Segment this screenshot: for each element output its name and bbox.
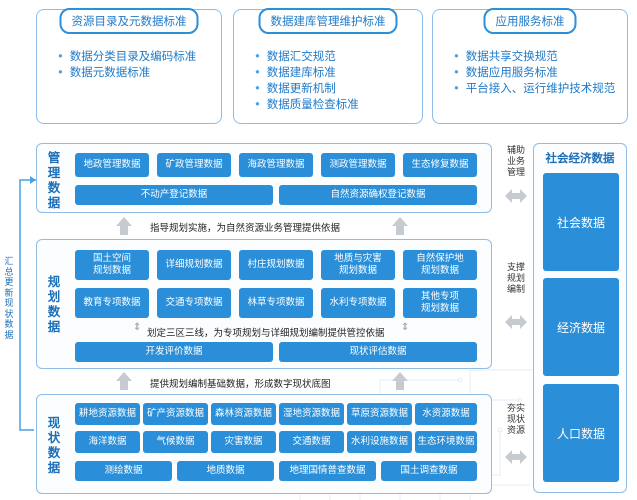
double-arrow-icon — [505, 189, 527, 203]
standard-item: 数据质量检查标准 — [254, 96, 359, 112]
current-layer: 现状数据 耕地资源数据 矿产资源数据 森林资源数据 湿地资源数据 草原资源数据 … — [36, 394, 492, 494]
social-cell: 社会数据 — [543, 173, 619, 271]
data-cell: 耕地资源数据 — [75, 403, 140, 425]
up-arrow-icon — [116, 372, 132, 390]
data-cell: 其他专项 规划数据 — [403, 288, 477, 318]
standard-item: 平台接入、运行维护技术规范 — [453, 80, 616, 96]
data-cell: 林草专项数据 — [239, 288, 313, 318]
standard-box-catalog: 资源目录及元数据标准 数据分类目录及编码标准 数据元数据标准 — [36, 8, 222, 124]
updown-arrow-icon: ⇕ — [133, 322, 142, 333]
data-cell: 开发评价数据 — [75, 342, 273, 362]
data-cell: 矿产资源数据 — [143, 403, 208, 425]
feedback-label: 汇总更新现状数据 — [2, 257, 16, 341]
up-arrow-icon — [392, 372, 408, 390]
data-cell: 矿政管理数据 — [157, 153, 231, 177]
standard-item: 数据分类目录及编码标准 — [57, 48, 197, 64]
data-cell: 教育专项数据 — [75, 288, 149, 318]
up-arrow-icon — [116, 217, 132, 235]
data-cell: 气候数据 — [143, 431, 208, 453]
standard-item: 数据应用服务标准 — [453, 64, 615, 80]
data-cell: 不动产登记数据 — [75, 185, 273, 205]
planning-layer: 规划数据 国土空间 规划数据 详细规划数据 村庄规划数据 地质与灾害 规划数据 … — [36, 239, 492, 369]
standard-box-management: 数据建库管理维护标准 数据汇交规范 数据建库标准 数据更新机制 数据质量检查标准 — [233, 8, 423, 124]
social-cell: 人口数据 — [543, 384, 619, 482]
data-cell: 地质与灾害 规划数据 — [321, 250, 395, 280]
standard-title: 应用服务标准 — [483, 8, 577, 34]
data-cell: 交通专项数据 — [157, 288, 231, 318]
data-cell: 水利设施数据 — [347, 431, 412, 453]
standard-item: 数据更新机制 — [254, 80, 359, 96]
data-cell: 湿地资源数据 — [279, 403, 344, 425]
social-economic-panel: 社会经济数据 社会数据 经济数据 人口数据 — [533, 143, 627, 493]
data-cell: 测政管理数据 — [321, 153, 395, 177]
data-cell: 草原资源数据 — [347, 403, 412, 425]
standard-item: 数据汇交规范 — [254, 48, 359, 64]
double-arrow-icon — [505, 450, 527, 464]
up-arrow-icon — [392, 217, 408, 235]
social-economic-title: 社会经济数据 — [545, 151, 615, 165]
data-cell: 村庄规划数据 — [239, 250, 313, 280]
data-cell: 测绘数据 — [75, 461, 172, 481]
data-cell: 自然保护地 规划数据 — [403, 250, 477, 280]
standard-item: 数据共享交换规范 — [453, 48, 615, 64]
data-cell: 地质数据 — [177, 461, 274, 481]
data-cell: 详细规划数据 — [157, 250, 231, 280]
data-cell: 生态环境数据 — [415, 431, 477, 453]
social-cell: 经济数据 — [543, 278, 619, 376]
standard-title: 数据建库管理维护标准 — [258, 8, 398, 34]
side-label: 夯实现状资源 — [506, 404, 525, 436]
data-cell: 水利专项数据 — [321, 288, 395, 318]
data-cell: 海洋数据 — [75, 431, 140, 453]
connector-text: 划定三区三线，为专项规划与详细规划编制提供管控依据 — [147, 328, 385, 339]
data-cell: 自然资源确权登记数据 — [279, 185, 477, 205]
standard-item: 数据建库标准 — [254, 64, 359, 80]
data-cell: 交通数据 — [279, 431, 344, 453]
layer-label: 现状数据 — [47, 415, 61, 475]
data-cell: 地理国情普查数据 — [279, 461, 376, 481]
connector-text: 指导规划实施，为自然资源业务管理提供依据 — [150, 223, 341, 234]
management-layer: 管理数据 地政管理数据 矿政管理数据 海政管理数据 测政管理数据 生态修复数据 … — [36, 143, 492, 213]
data-cell: 水资源数据 — [415, 403, 477, 425]
data-cell: 生态修复数据 — [403, 153, 477, 177]
standard-box-service: 应用服务标准 数据共享交换规范 数据应用服务标准 平台接入、运行维护技术规范 — [432, 8, 628, 124]
side-label: 辅助业务管理 — [506, 146, 525, 178]
double-arrow-icon — [505, 315, 527, 329]
connector-text: 提供规划编制基础数据，形成数字现状底图 — [150, 379, 331, 390]
side-label: 支撑规划编制 — [506, 263, 525, 295]
data-cell: 地政管理数据 — [75, 153, 149, 177]
standard-title: 资源目录及元数据标准 — [59, 8, 199, 34]
data-cell: 现状评估数据 — [279, 342, 477, 362]
updown-arrow-icon: ⇕ — [401, 322, 410, 333]
data-cell: 国土调查数据 — [381, 461, 477, 481]
layer-label: 规划数据 — [47, 274, 61, 334]
data-cell: 国土空间 规划数据 — [75, 250, 149, 280]
data-cell: 海政管理数据 — [239, 153, 313, 177]
standard-item: 数据元数据标准 — [57, 64, 196, 80]
layer-label: 管理数据 — [47, 150, 61, 210]
data-cell: 森林资源数据 — [211, 403, 276, 425]
data-cell: 灾害数据 — [211, 431, 276, 453]
